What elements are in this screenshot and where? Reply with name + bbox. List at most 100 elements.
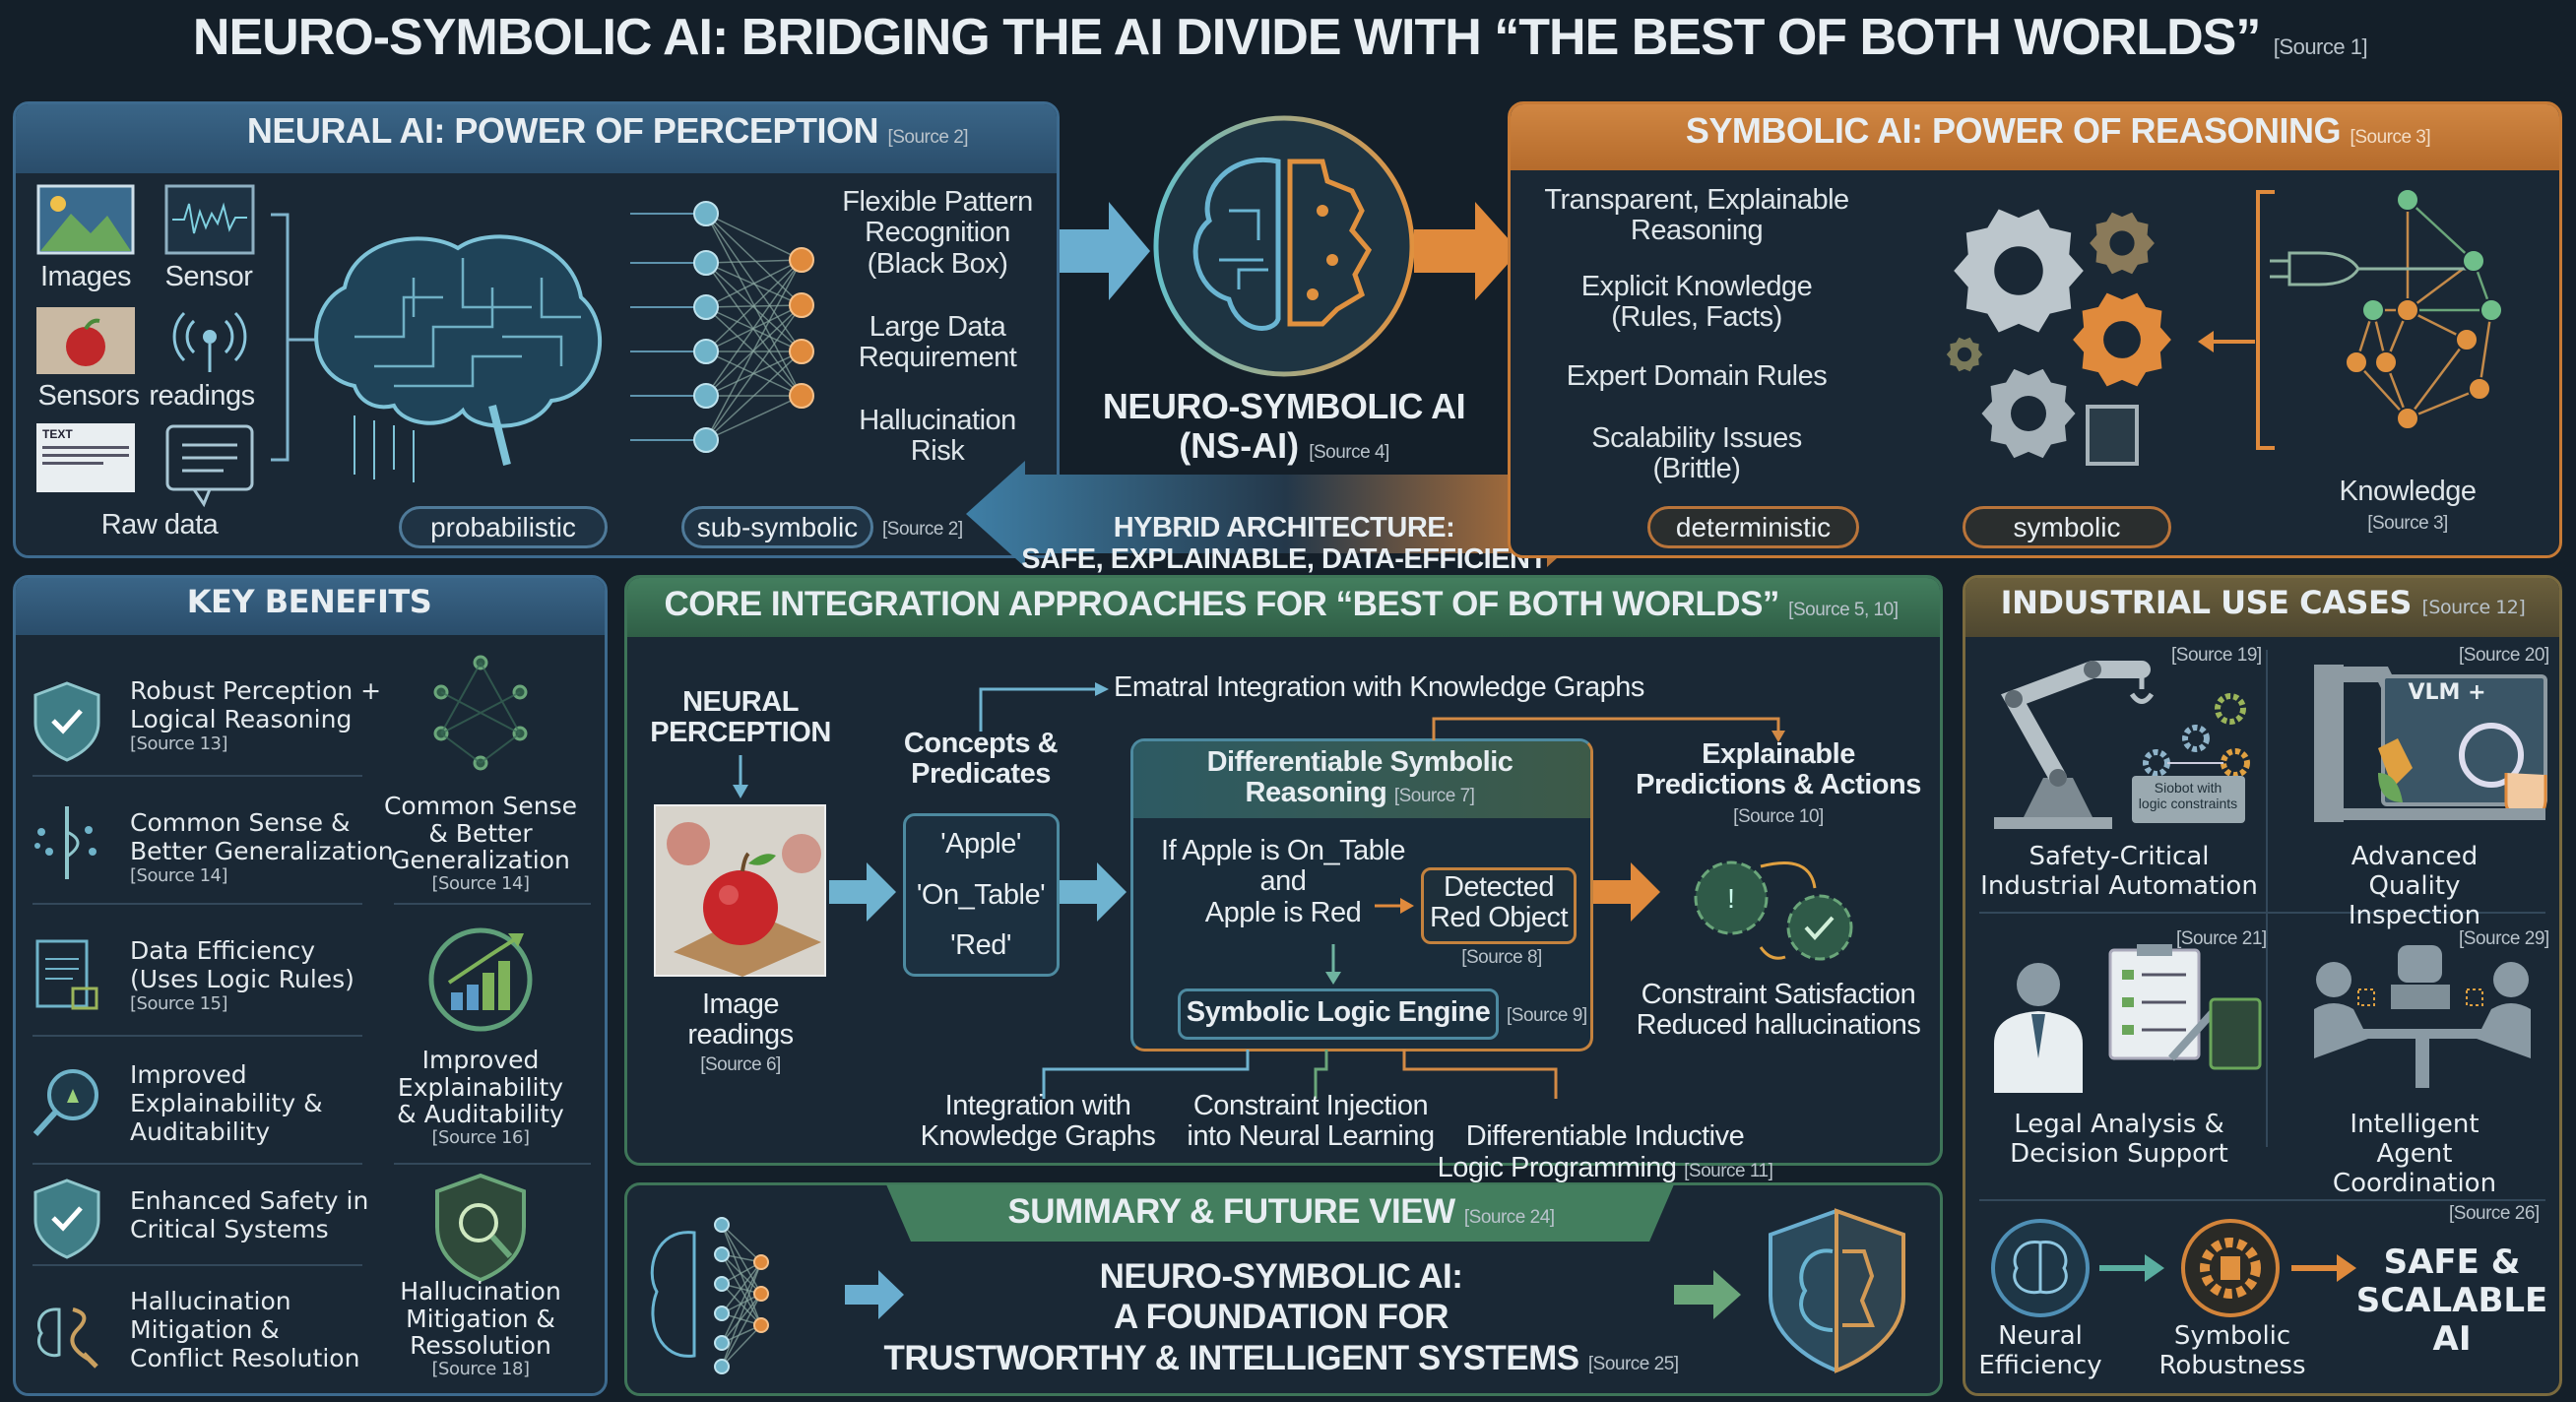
brain-network-icon [650,1217,769,1374]
flow-symbolic-label: Symbolic Robustness [2158,1321,2306,1380]
tag-symbolic: symbolic [1963,506,2171,548]
benefit-item: Improved Explainability & Auditability [130,1060,323,1146]
hybrid-architecture-banner [966,461,1606,567]
brain-outline [650,1231,696,1358]
edge [721,1253,762,1295]
divider [32,903,362,905]
neural-title: NEURAL AI: POWER OF PERCEPTION [Source 2… [246,110,969,151]
edge [705,259,803,264]
divider [1979,1199,2545,1201]
core-title: CORE INTEGRATION APPROACHES FOR “BEST OF… [664,585,1899,623]
hybrid-text: HYBRID ARCHITECTURE:SAFE, EXPLAINABLE, D… [1021,512,1547,575]
summary-text: NEURO-SYMBOLIC AI: A FOUNDATION FOR TRUS… [883,1257,1679,1377]
case-label-legal: Legal Analysis & Decision Support [2010,1110,2228,1169]
node-graph-icon [433,655,528,771]
growth-chart-icon [428,927,533,1032]
bracket [2256,190,2275,450]
divider [394,903,591,905]
input-node [714,1335,730,1351]
gears-icon [1944,206,2174,466]
input-node [693,294,719,320]
output-node [789,247,814,273]
gear-hole [1957,347,1972,362]
edge [705,306,803,352]
graph-node [2345,350,2368,374]
graph-edge [2407,387,2480,420]
gear-hole [1994,246,2043,295]
edge [705,259,803,352]
robot-caption: Siobot with logic constraints [2138,780,2238,812]
symbolic-trait-transparent: Transparent, Explainable Reasoning [1544,184,1849,247]
orange-top-connector [1432,717,1785,742]
input-node [714,1359,730,1374]
neural-efficiency-brain-icon [1991,1219,2090,1317]
input-node [693,383,719,409]
benefit-source: [Source 16] [431,1126,530,1148]
page-title: NEURO-SYMBOLIC AI: BRIDGING THE AI DIVID… [192,9,2368,66]
detected-red-object-box [1421,867,1577,944]
raw-data-label: Raw data [100,509,219,541]
input-node [714,1217,730,1233]
output-node [753,1317,769,1333]
orange-arrow-icon [1593,862,1660,922]
edge [721,1224,762,1295]
edge [705,304,803,441]
approach-knowledge-graphs: Integration with Knowledge Graphs [920,1090,1156,1153]
engine-source: [Source 9] [1507,1005,1587,1026]
svg-text:!: ! [1727,883,1735,914]
image-readings-label: Image readings [687,988,794,1052]
input-node [693,250,719,276]
benefit-text: Common Sense & Better Generalization [130,808,394,865]
predicate-on-table: 'On_Table' [916,879,1046,911]
symbolic-trait-expert: Expert Domain Rules [1566,360,1828,392]
symbolic-trait-knowledge: Explicit Knowledge (Rules, Facts) [1580,271,1813,334]
case-source: [Source 21] [2176,928,2267,949]
graph-node [2462,249,2485,273]
gear-hole [2011,396,2046,431]
case-source: [Source 20] [2459,645,2549,666]
arrow-down-icon [1325,944,1341,985]
legal-doctor-icon [1994,944,2262,1093]
divider [394,1163,591,1165]
shield-brain-icon [1769,1208,1905,1373]
benefit-item: Improved Explainability & Auditability[S… [397,1046,564,1148]
detected-label: Detected Red Object [1429,871,1569,934]
edge [705,259,803,441]
predicates-box [903,813,1060,977]
explainable-title: Explainable Predictions & Actions [1636,738,1921,801]
benefit-text: Hallucination Mitigation & Conflict Reso… [130,1287,360,1372]
graph-edge [2355,361,2409,419]
ns-ai-subtitle: (NS-AI) [Source 4] [1179,425,1389,466]
benefit-item: Common Sense & Better Generalization[Sou… [383,792,578,894]
knowledge-graph-icon [2256,188,2503,450]
image-readings-source: [Source 6] [700,1054,781,1075]
output-node [753,1286,769,1302]
graph-edge [2407,339,2468,419]
neural-header [16,104,1057,173]
graph-edge [2478,309,2493,390]
benefit-text: Robust Perception + Logical Reasoning [130,676,382,733]
top-link-connector [979,682,1109,732]
edge [721,1261,762,1344]
signal-icon [172,311,247,372]
divider [32,1163,362,1165]
network-arrows-icon [34,806,97,879]
predicate-red: 'Red' [950,929,1011,961]
graph-node [2361,298,2385,322]
case-source: [Source 29] [2459,928,2549,949]
logic-gate-icon [2270,251,2467,287]
input-label-sensor: Sensor [164,261,253,292]
graph-edge [2407,199,2475,262]
benefit-source: [Source 13] [130,733,228,754]
graph-node [2455,328,2479,351]
symbolic-trait-scalability: Scalability Issues (Brittle) [1591,422,1802,485]
neural-trait-pattern: Flexible Pattern Recognition (Black Box) [842,186,1033,280]
neural-network-diagram [630,201,814,453]
tag-source: [Source 2] [882,519,963,540]
edge [705,213,803,261]
concepts-label: Concepts & Predicates [903,728,1059,791]
blue-arrow-icon [829,862,896,922]
document-chart-icon [35,939,98,1010]
neural-trait-hallucination: Hallucination Risk [859,405,1016,468]
benefits-title: KEY BENEFITS [186,583,432,620]
